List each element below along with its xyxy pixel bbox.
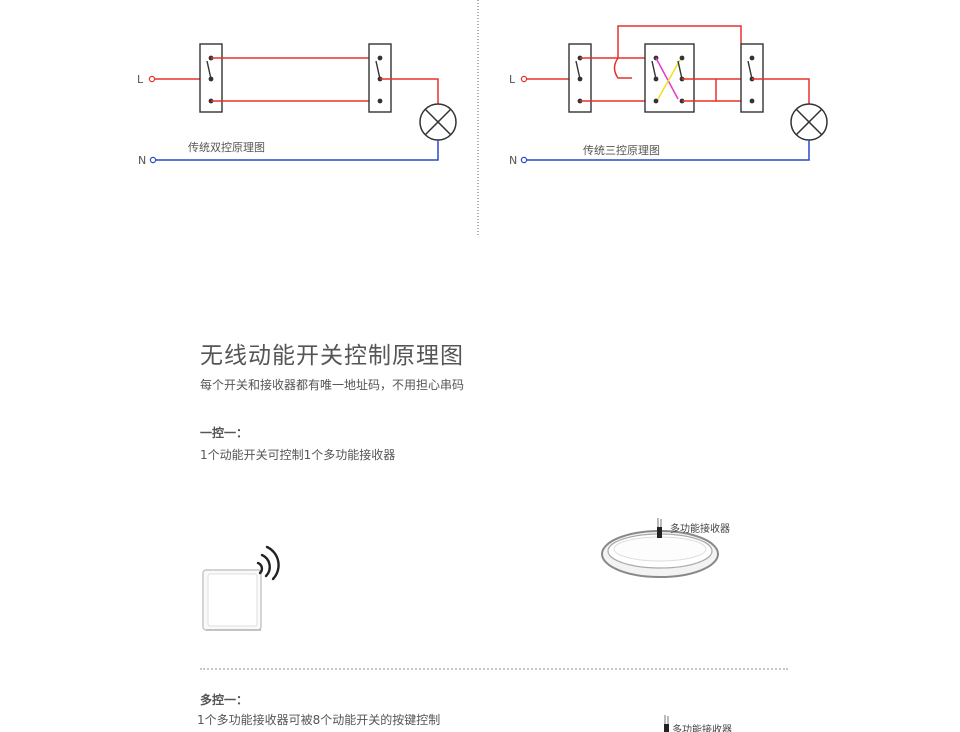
two-way-l-label: L — [137, 73, 144, 86]
receiver-module-icon — [657, 518, 662, 538]
section-divider — [200, 668, 788, 670]
three-way-caption: 传统三控原理图 — [583, 143, 660, 157]
switch-contact — [377, 98, 383, 104]
cross-wire-a — [655, 57, 679, 100]
bypass-wire — [617, 25, 742, 58]
wireless-signal-icon — [256, 545, 280, 581]
switch-contact — [377, 55, 383, 61]
section-many-heading: 多控一： — [200, 693, 249, 707]
section-one-heading: 一控一： — [200, 426, 249, 440]
page-title: 无线动能开关控制原理图 — [200, 343, 464, 369]
switch-lever — [375, 60, 381, 80]
switch-lever — [651, 60, 657, 80]
light-bulb-icon — [790, 103, 828, 141]
cross-wire-b — [657, 59, 681, 100]
switch-lever — [747, 60, 753, 80]
switch-contact — [679, 55, 685, 61]
two-way-l-terminal — [148, 75, 156, 83]
switch-contact — [749, 98, 755, 104]
switch-lever — [575, 60, 581, 80]
three-way-n-label: N — [509, 154, 517, 167]
two-way-diagram: L N 传统双控原理图 — [137, 43, 457, 167]
three-way-n-wire — [527, 140, 810, 161]
two-way-caption: 传统双控原理图 — [188, 140, 265, 154]
page-subtitle: 每个开关和接收器都有唯一地址码，不用担心串码 — [200, 378, 465, 392]
lamp-feed-wire — [380, 78, 439, 104]
two-way-n-terminal — [149, 156, 157, 164]
three-way-diagram: L — [509, 25, 828, 167]
section-one-description: 1个动能开关可控制1个多功能接收器 — [200, 448, 396, 462]
two-way-n-wire — [156, 140, 439, 161]
switch-contact — [749, 55, 755, 61]
light-bulb-icon — [419, 103, 457, 141]
switch-lever — [206, 60, 212, 80]
two-way-n-label: N — [138, 154, 146, 167]
switch-panel-icon — [202, 569, 262, 631]
three-way-l-label: L — [509, 73, 516, 86]
receiver-label-one: 多功能接收器 — [670, 522, 730, 535]
switch-contact — [653, 98, 659, 104]
three-way-l-terminal — [520, 75, 528, 83]
lamp-feed-wire — [752, 78, 810, 104]
loop-wire — [613, 57, 632, 79]
receiver-label-many: 多功能接收器 — [672, 723, 732, 732]
switch-lever — [677, 60, 683, 80]
receiver-module-icon — [664, 715, 669, 732]
three-way-n-terminal — [520, 156, 528, 164]
section-many-description: 1个多功能接收器可被8个动能开关的按键控制 — [197, 713, 441, 727]
